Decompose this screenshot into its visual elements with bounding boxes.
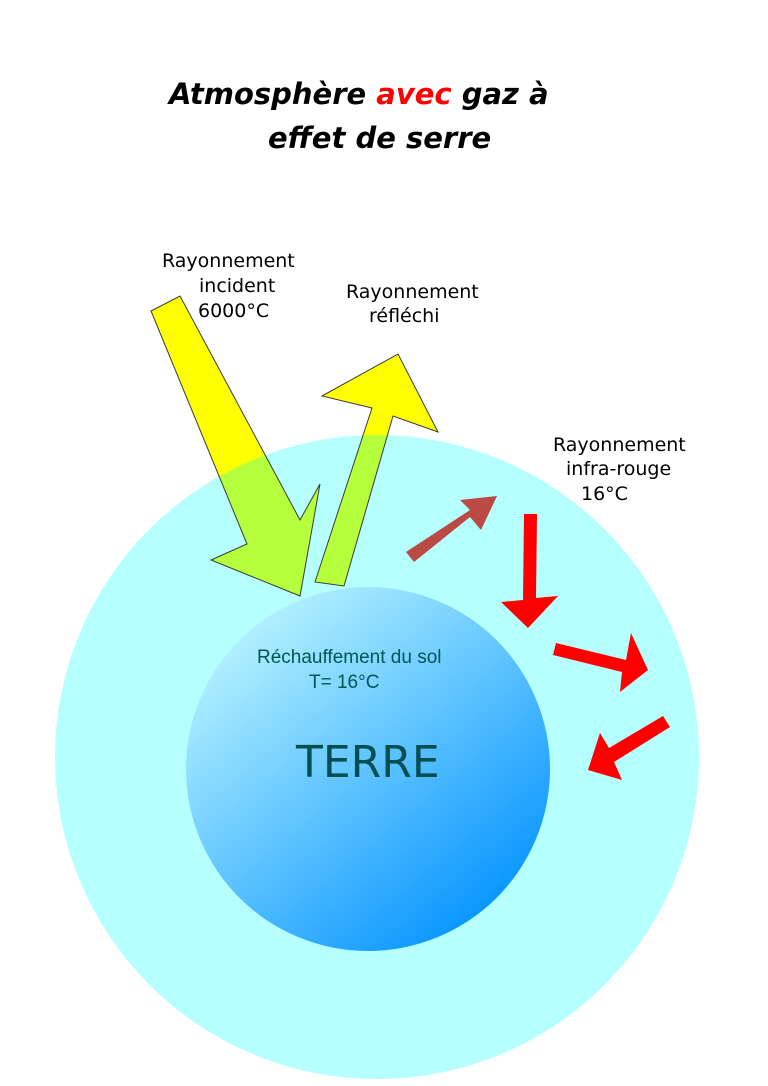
earth-circle	[186, 587, 550, 951]
infrared-label-line3: 16°C	[581, 483, 628, 505]
earth-label: TERRE	[295, 737, 440, 788]
infrared-down-arrow-1	[501, 514, 558, 628]
title-suffix: gaz à	[452, 77, 549, 111]
reflected-label: Rayonnement réfléchi	[346, 281, 485, 327]
infrared-label-line1: Rayonnement	[553, 434, 686, 456]
title-prefix: Atmosphère	[167, 77, 376, 111]
ground-heating-label: Réchauffement du sol T= 16°C	[257, 647, 447, 693]
incident-label-line2: incident	[199, 275, 275, 297]
incident-label-line3: 6000°C	[198, 300, 269, 322]
infrared-escaping-arrow	[406, 496, 497, 562]
infrared-down-arrow-2	[553, 633, 648, 692]
incident-label: Rayonnement incident 6000°C	[162, 250, 301, 322]
infrared-label-line2: infra-rouge	[566, 458, 671, 480]
infrared-label: Rayonnement infra-rouge 16°C	[553, 434, 692, 505]
reflected-label-line1: Rayonnement	[346, 281, 479, 303]
incident-label-line1: Rayonnement	[162, 250, 295, 272]
ground-heating-line2: T= 16°C	[309, 672, 379, 693]
diagram-title-line2: effet de serre	[268, 121, 491, 155]
ground-heating-line1: Réchauffement du sol	[257, 647, 442, 668]
title-highlight: avec	[376, 77, 451, 111]
reflected-label-line2: réfléchi	[369, 305, 440, 327]
infrared-down-arrow-3	[588, 716, 670, 780]
diagram-title: Atmosphère avec gaz à	[167, 77, 549, 111]
